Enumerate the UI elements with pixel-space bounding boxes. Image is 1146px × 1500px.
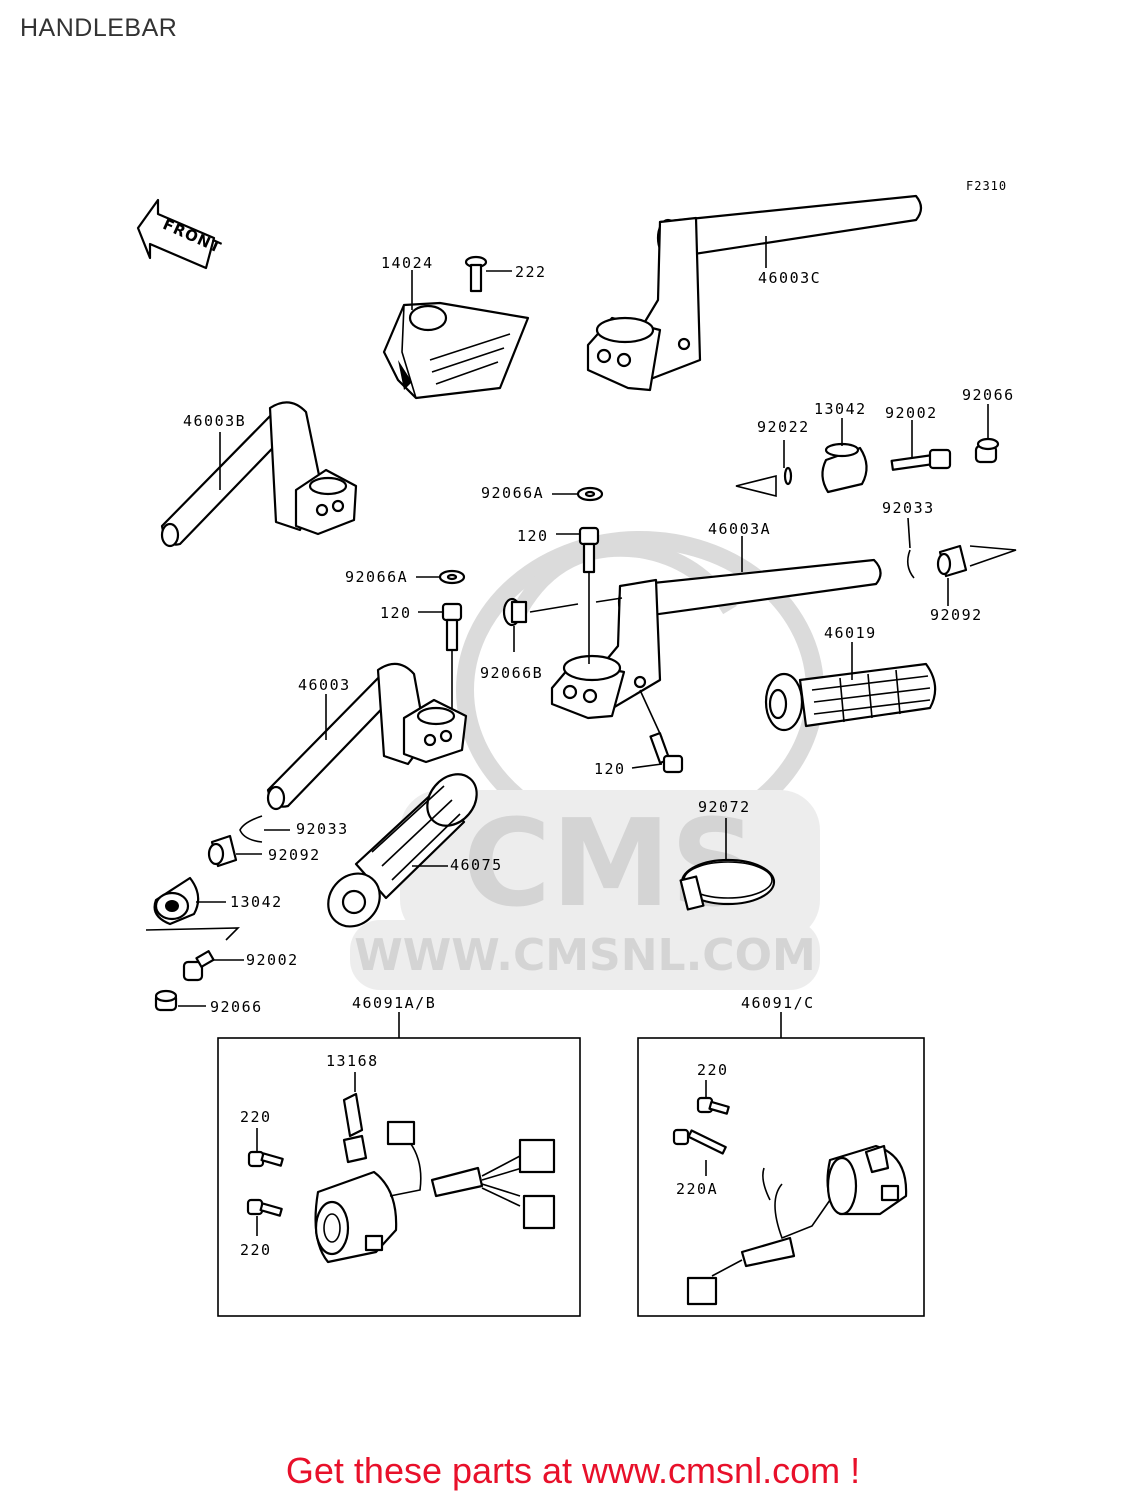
part-46003C-handlebar xyxy=(586,194,923,392)
label-92022: 92022 xyxy=(757,418,810,436)
part-46003A-handlebar xyxy=(550,558,882,720)
label-46003: 46003 xyxy=(298,676,351,694)
label-220-right: 220 xyxy=(697,1061,729,1079)
part-92033-clip-right xyxy=(906,549,915,579)
front-arrow-icon: FRONT xyxy=(136,198,224,270)
part-220-screw-left-top xyxy=(247,1128,284,1168)
label-13168: 13168 xyxy=(326,1052,379,1070)
figure-code: F2310 xyxy=(966,179,1007,193)
label-13042-left: 13042 xyxy=(230,893,283,911)
part-120-bolt-low xyxy=(639,689,684,774)
part-92022-clip xyxy=(783,466,793,486)
label-92002-left: 92002 xyxy=(246,951,299,969)
part-13168-connector xyxy=(342,1072,368,1164)
part-46003-handlebar xyxy=(266,662,468,811)
label-92066A-top: 92066A xyxy=(481,484,544,502)
switch-right-body xyxy=(826,1144,908,1216)
switch-left-plug-c xyxy=(522,1194,556,1230)
page-title: HANDLEBAR xyxy=(20,14,178,42)
part-92072-band xyxy=(679,858,776,911)
switch-left-body xyxy=(314,1170,398,1264)
label-92066A-mid: 92066A xyxy=(345,568,408,586)
switch-right-lead xyxy=(711,1259,743,1277)
label-46019: 46019 xyxy=(824,624,877,642)
footer-parts-link[interactable]: Get these parts at www.cmsnl.com ! xyxy=(285,1450,861,1491)
part-92092-collar-left xyxy=(207,834,238,868)
label-222: 222 xyxy=(515,263,547,281)
switch-right-sheath xyxy=(740,1236,796,1268)
label-92092-left: 92092 xyxy=(268,846,321,864)
part-92066A-washer-top xyxy=(576,486,604,502)
part-13042-weight-top xyxy=(821,442,868,494)
label-92002-top: 92002 xyxy=(885,404,938,422)
watermark: CMS WWW.CMSNL.COM xyxy=(350,531,824,990)
label-92066-top: 92066 xyxy=(962,386,1015,404)
switch-left-leads xyxy=(481,1155,523,1207)
switch-housing-left-group xyxy=(217,1012,581,1317)
label-46003A: 46003A xyxy=(708,520,771,538)
label-120-top: 120 xyxy=(517,527,549,545)
switch-left-plug-a xyxy=(386,1120,416,1146)
part-222-screw xyxy=(464,255,488,293)
switch-right-plug xyxy=(686,1276,718,1306)
label-220-left-bottom: 220 xyxy=(240,1241,272,1259)
label-92092-right: 92092 xyxy=(930,606,983,624)
switch-left-wire xyxy=(389,1139,422,1197)
axis-arrow-right xyxy=(969,545,1017,567)
switch-left-plug-b xyxy=(518,1138,556,1174)
label-220A-right: 220A xyxy=(676,1180,718,1198)
part-46075-grip xyxy=(327,773,478,928)
part-labels: 14024 222 46003C 46003B 92022 13042 9200… xyxy=(183,254,1015,1259)
switch-left-frame xyxy=(217,1037,581,1317)
part-14024-cover xyxy=(382,301,530,400)
label-92066B: 92066B xyxy=(480,664,543,682)
part-92002-bolt-top xyxy=(890,448,952,471)
part-13042-weight-left xyxy=(153,876,200,926)
watermark-url: WWW.CMSNL.COM xyxy=(354,930,816,981)
part-92092-collar-right xyxy=(936,544,968,578)
label-120-low: 120 xyxy=(594,760,626,778)
axis-arrow-left xyxy=(145,927,240,941)
label-13042-top: 13042 xyxy=(814,400,867,418)
part-92066A-washer-mid xyxy=(438,569,466,585)
label-92033-right: 92033 xyxy=(882,499,935,517)
label-92033-left: 92033 xyxy=(296,820,349,838)
label-92066-left: 92066 xyxy=(210,998,263,1016)
axis-arrow-top xyxy=(735,474,777,498)
label-46075: 46075 xyxy=(450,856,503,874)
leader-lines xyxy=(178,236,989,1007)
part-220-screw-left-bottom xyxy=(246,1198,283,1236)
label-220-left-top: 220 xyxy=(240,1108,272,1126)
switch-right-wire xyxy=(762,1167,831,1240)
part-92002-bolt-left xyxy=(182,950,215,982)
label-14024: 14024 xyxy=(381,254,434,272)
switch-housing-right-group xyxy=(637,1012,925,1317)
part-46019-grip xyxy=(764,662,937,732)
parts-diagram: CMS WWW.CMSNL.COM FRONT F2310 xyxy=(136,179,1017,1317)
part-92066-cap-left xyxy=(154,989,178,1012)
part-46003B-handlebar xyxy=(160,401,358,548)
switch-left-sheath xyxy=(430,1166,484,1198)
part-92066B-plug xyxy=(502,597,623,627)
label-switch-left-title: 46091A/B xyxy=(352,994,436,1012)
label-46003B: 46003B xyxy=(183,412,246,430)
part-220-screw-right xyxy=(696,1080,730,1115)
label-46003C: 46003C xyxy=(758,269,821,287)
label-92072: 92072 xyxy=(698,798,751,816)
part-120-bolt-top xyxy=(578,526,600,664)
part-220A-screw-right xyxy=(672,1128,727,1176)
part-92066-cap-top xyxy=(974,437,1000,464)
label-switch-right-title: 46091/C xyxy=(741,994,815,1012)
part-120-bolt-mid xyxy=(441,602,463,710)
part-92033-clip-left xyxy=(239,815,263,843)
label-120-mid: 120 xyxy=(380,604,412,622)
